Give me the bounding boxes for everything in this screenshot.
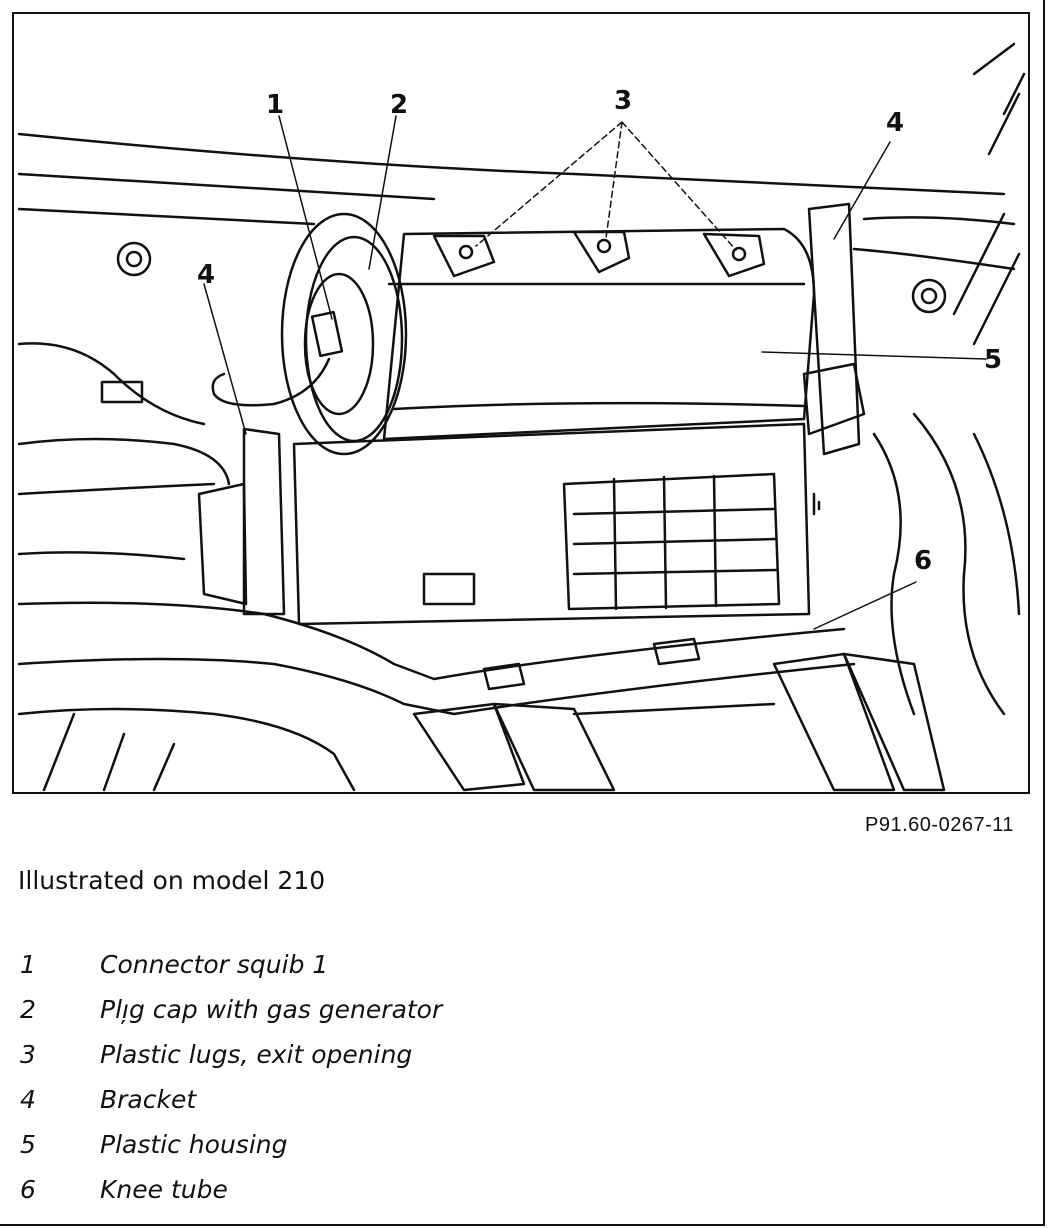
- legend-number: 2: [20, 995, 36, 1024]
- legend-text: Knee tube: [100, 1175, 228, 1204]
- legend-number: 6: [20, 1175, 36, 1204]
- legend-text: Plı̦g cap with gas generator: [100, 995, 443, 1024]
- legend-text: Plastic lugs, exit opening: [100, 1040, 413, 1069]
- dash-line-top: [17, 132, 1006, 196]
- leader-2: [368, 115, 397, 270]
- legend-number: 4: [20, 1085, 36, 1114]
- callout-2: 2: [390, 90, 409, 120]
- legend-item: 1 Connector squib 1: [20, 950, 720, 995]
- legend-item: 3 Plastic lugs, exit opening: [20, 1040, 720, 1085]
- legend-item: 5 Plastic housing: [20, 1130, 720, 1175]
- callout-6: 6: [914, 546, 933, 576]
- caption: Illustrated on model 210: [18, 866, 326, 895]
- legend-item: 4 Bracket: [20, 1085, 720, 1130]
- leader-4a: [203, 283, 247, 435]
- legend-number: 3: [20, 1040, 36, 1069]
- callout-3: 3: [614, 86, 633, 116]
- leader-3: [475, 121, 737, 251]
- callout-4-left: 4: [197, 260, 216, 290]
- vent-left: [116, 241, 152, 277]
- bracket-right: [807, 202, 861, 456]
- leader-6: [813, 581, 917, 630]
- connector-lower: [422, 572, 476, 606]
- gas-generator-cap: [280, 212, 408, 456]
- callout-5: 5: [984, 345, 1003, 375]
- lug-3: [702, 232, 766, 278]
- legend-number: 5: [20, 1130, 36, 1159]
- legend-item: 2 Plı̦g cap with gas generator: [20, 995, 720, 1040]
- bracket-left: [242, 427, 286, 616]
- plastic-housing: [382, 227, 816, 441]
- lug-1: [432, 234, 496, 278]
- connector-squib: [310, 310, 344, 358]
- legend-number: 1: [20, 950, 36, 979]
- legend-text: Connector squib 1: [100, 950, 329, 979]
- knee-tube: [17, 601, 846, 681]
- leader-1: [278, 115, 333, 320]
- leader-4b: [833, 141, 891, 240]
- legend-text: Plastic housing: [100, 1130, 288, 1159]
- leader-5: [761, 351, 987, 360]
- legend-text: Bracket: [100, 1085, 197, 1114]
- diagram-drawing: [17, 42, 1026, 792]
- legend: 1 Connector squib 1 2 Plı̦g cap with gas…: [20, 950, 720, 1220]
- callout-4-right: 4: [886, 108, 905, 138]
- airbag-diagram: 1 2 3 4 4 5 6: [12, 12, 1030, 794]
- legend-item: 6 Knee tube: [20, 1175, 720, 1220]
- vent-right: [911, 278, 947, 314]
- callout-1: 1: [266, 90, 285, 120]
- figure-id: P91.60-0267-11: [865, 814, 1014, 836]
- lower-frame: [292, 422, 811, 626]
